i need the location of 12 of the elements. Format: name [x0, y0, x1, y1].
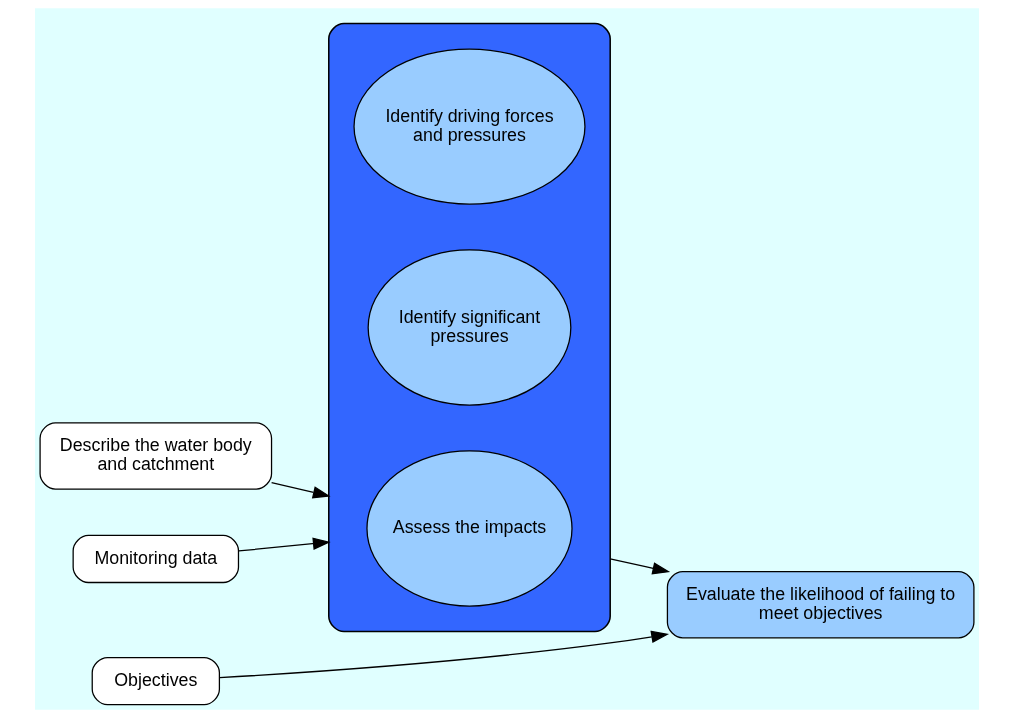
node-box: Monitoring data: [72, 534, 239, 584]
arrow: [218, 630, 669, 679]
arrow: [270, 482, 331, 499]
node-ellipse: Identify driving forces and pressures: [352, 48, 586, 205]
node-ellipse: Assess the impacts: [365, 450, 573, 607]
node-ellipse: Identify significant pressures: [367, 249, 571, 406]
arrow: [237, 537, 331, 552]
cluster: [327, 22, 611, 633]
node-box: Objectives: [91, 656, 220, 706]
node-box: Evaluate the likelihood of failing to meet objectives: [666, 571, 975, 639]
node-box: Describe the water body and catchment: [38, 422, 272, 490]
arrow: [609, 558, 670, 575]
